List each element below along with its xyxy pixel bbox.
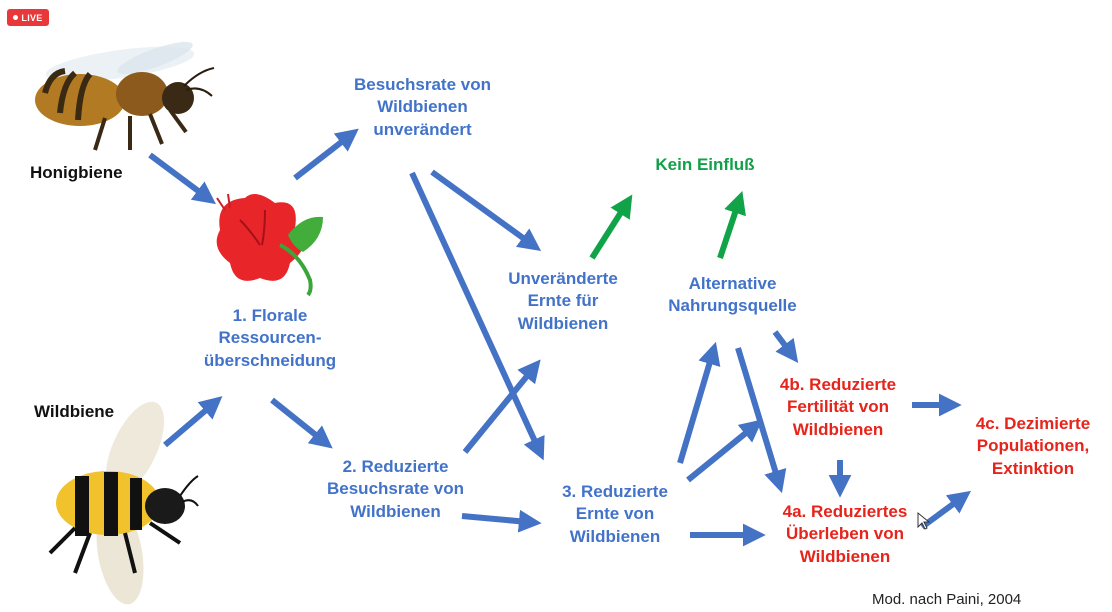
alt-line2: Nahrungsquelle bbox=[668, 296, 797, 316]
wildbee-label: Wildbiene bbox=[34, 402, 115, 421]
source-credit: Mod. nach Paini, 2004 bbox=[872, 591, 1022, 608]
arrow-alt-4b bbox=[772, 330, 799, 363]
arrow-visit-harvest bbox=[430, 169, 542, 252]
node3-line2: Ernte von bbox=[575, 504, 655, 524]
node1-line2: Ressourcen- bbox=[218, 328, 322, 348]
arrow-harvest-noeffect bbox=[589, 194, 633, 260]
arrow-visit-node3 bbox=[409, 171, 545, 461]
node4a-line3: Wildbienen bbox=[799, 546, 891, 566]
arrow-node3-alt bbox=[677, 341, 721, 464]
node-reduced-harvest: 3. Reduzierte Ernte von Wildbienen bbox=[540, 481, 690, 548]
cursor-icon bbox=[917, 511, 931, 530]
node4b-line1: 4b. Reduzierte bbox=[779, 375, 897, 394]
visit-line3: unverändert bbox=[373, 119, 472, 139]
harvest-line3: Wildbienen bbox=[517, 313, 609, 333]
node-floral-overlap: 1. Florale Ressourcen- überschneidung bbox=[190, 305, 350, 372]
arrow-honeybee-flower bbox=[148, 152, 216, 205]
visit-line2: Wildbienen bbox=[377, 97, 468, 117]
live-dot-icon bbox=[13, 15, 19, 20]
node2-line1: 2. Reduzierte bbox=[342, 457, 449, 476]
live-label: LIVE bbox=[21, 12, 43, 23]
node4c-line2: Populationen, bbox=[976, 436, 1090, 456]
flower-icon bbox=[216, 193, 323, 297]
honeybee-label: Honigbiene bbox=[30, 163, 123, 182]
node1-line1: 1. Florale bbox=[232, 306, 308, 325]
arrow-node2-harvest bbox=[462, 359, 541, 454]
node-no-effect: Kein Einfluß bbox=[655, 155, 755, 174]
node4b-line3: Wildbienen bbox=[792, 419, 884, 439]
arrow-flower-visit bbox=[293, 128, 359, 181]
arrow-node3-4b bbox=[686, 419, 763, 483]
node2-line3: Wildbienen bbox=[350, 501, 441, 521]
node4c-line3: Extinktion bbox=[991, 458, 1075, 478]
node4a-line1: 4a. Reduziertes bbox=[782, 502, 908, 521]
arrow-alt-noeffect bbox=[717, 191, 746, 259]
node-harvest-unchanged: Unveränderte Ernte für Wildbienen bbox=[488, 268, 638, 335]
arrow-node1-node2 bbox=[270, 397, 333, 449]
node-alt-food: Alternative Nahrungsquelle bbox=[645, 273, 820, 318]
honeybee-icon bbox=[35, 41, 215, 151]
harvest-line1: Unveränderte bbox=[508, 269, 618, 288]
arrow-node2-node3 bbox=[461, 509, 542, 533]
node1-line3: überschneidung bbox=[203, 350, 337, 370]
live-badge: LIVE bbox=[7, 9, 49, 26]
node-4a-survival: 4a. Reduziertes Überleben von Wildbienen bbox=[765, 501, 925, 568]
wildbee-icon bbox=[48, 401, 199, 605]
arrow-4a-4c bbox=[920, 490, 972, 530]
node4b-line2: Fertilität von bbox=[786, 397, 889, 417]
node2-line2: Besuchsrate von bbox=[327, 479, 464, 499]
node-4b-fertility: 4b. Reduzierte Fertilität von Wildbienen bbox=[758, 374, 918, 441]
node3-line3: Wildbienen bbox=[569, 526, 661, 546]
alt-line1: Alternative bbox=[688, 274, 777, 293]
visit-line1: Besuchsrate von bbox=[354, 75, 491, 94]
node3-line1: 3. Reduzierte bbox=[562, 482, 668, 501]
arrow-alt-4a bbox=[735, 347, 787, 494]
arrow-wildbee-flower bbox=[163, 396, 223, 448]
node-visit-unchanged: Besuchsrate von Wildbienen unverändert bbox=[335, 74, 510, 141]
node4c-line1: 4c. Dezimierte bbox=[975, 414, 1091, 433]
node-4c-populations: 4c. Dezimierte Populationen, Extinktion bbox=[958, 413, 1108, 480]
node4a-line2: Überleben von bbox=[785, 524, 905, 544]
harvest-line2: Ernte für bbox=[527, 291, 599, 311]
node-reduced-visit: 2. Reduzierte Besuchsrate von Wildbienen bbox=[308, 456, 483, 523]
